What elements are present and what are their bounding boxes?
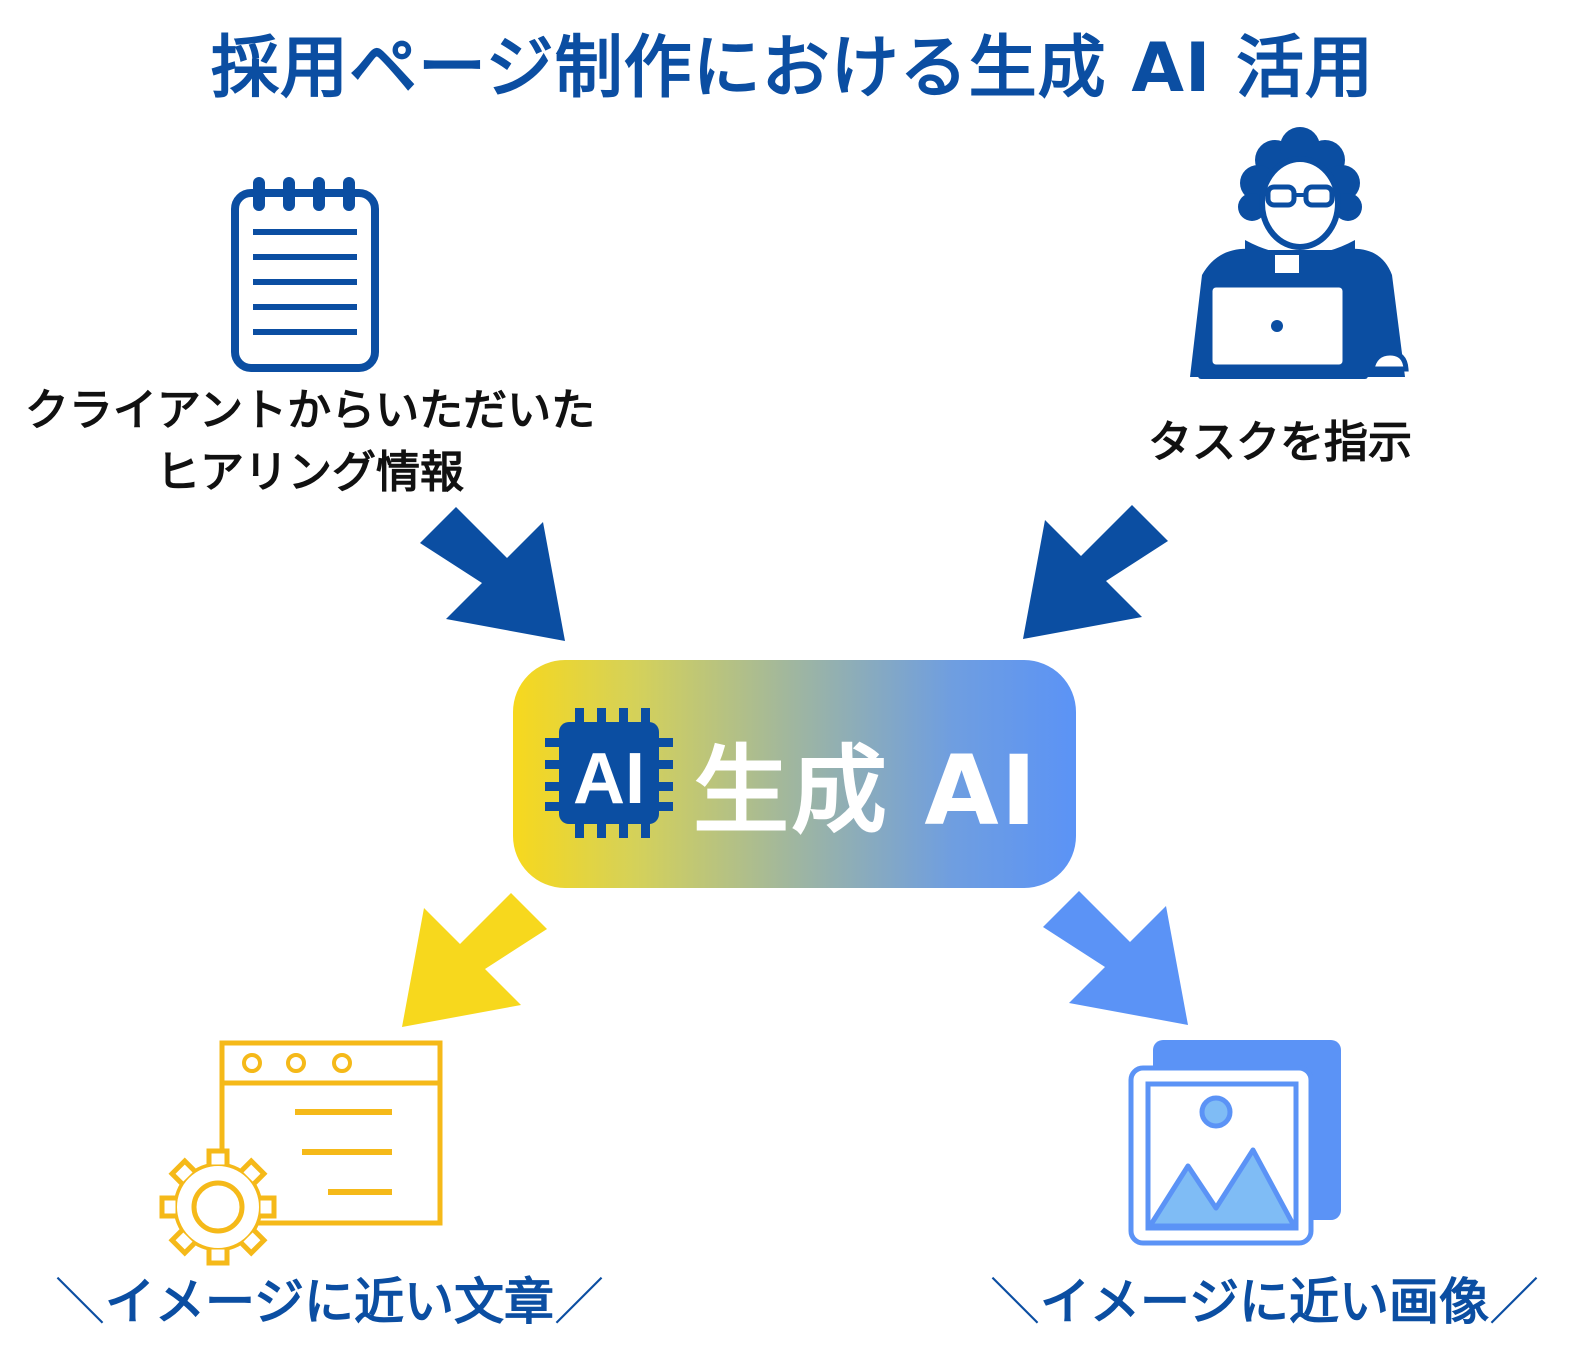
slash-left-icon-2: ＼	[990, 1273, 1040, 1331]
ai-chip-icon: AI	[545, 708, 673, 838]
image-gallery-icon	[1128, 1040, 1341, 1246]
generative-ai-label: 生成 AI	[693, 735, 1039, 847]
slash-right-icon-2: ／	[1489, 1273, 1539, 1331]
output-left-label: ＼イメージに近い文章／	[55, 1262, 604, 1334]
output-left-text: イメージに近い文章	[105, 1273, 554, 1331]
slash-right-icon: ／	[554, 1273, 604, 1331]
page-title: 採用ページ制作における生成 AI 活用	[211, 29, 1374, 108]
output-right-label: ＼イメージに近い画像／	[990, 1262, 1539, 1334]
input-left-line2: ヒアリング情報	[156, 447, 464, 498]
notepad-icon	[231, 177, 379, 372]
output-right-text: イメージに近い画像	[1040, 1273, 1489, 1331]
input-left-label: クライアントからいただいた ヒアリング情報	[0, 380, 620, 504]
browser-settings-icon	[159, 1040, 443, 1266]
slash-left-icon: ＼	[55, 1273, 105, 1331]
input-left-line1: クライアントからいただいた	[24, 385, 596, 436]
person-laptop-icon	[1190, 127, 1409, 379]
ai-chip-text: AI	[573, 739, 645, 819]
input-right-label: タスクを指示	[1148, 417, 1412, 468]
